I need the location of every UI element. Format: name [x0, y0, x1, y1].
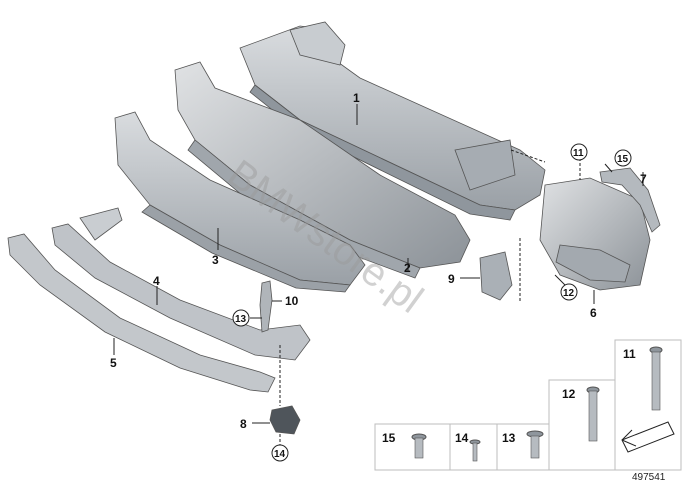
legend-label-14: 14: [455, 431, 469, 445]
legend-box-12: [548, 379, 616, 471]
hex-bolt-icon: [586, 386, 600, 442]
callout-10: 10: [285, 294, 299, 308]
part-10-retainer: [259, 280, 273, 333]
callout-4: 4: [153, 274, 160, 288]
diagram-id: 497541: [632, 472, 666, 483]
circled-callout-11: 11: [570, 143, 588, 161]
callout-6: 6: [590, 306, 597, 320]
callout-9: 9: [448, 272, 455, 286]
fastener-legend: 15 14 13 12 11: [374, 339, 682, 471]
circled-callout-13: 13: [232, 309, 250, 327]
callout-2: 2: [404, 261, 411, 275]
part-7-bracket: [599, 167, 661, 233]
svg-text:14: 14: [274, 449, 286, 460]
part-1-bumper-carrier: [239, 21, 546, 221]
callout-7: 7: [640, 172, 647, 186]
callout-5: 5: [110, 356, 117, 370]
leader-lines: [113, 104, 644, 445]
part-5-lower-strip: [7, 233, 276, 393]
flange-screw-icon: [411, 433, 427, 459]
part-3-grille-carrier: [114, 111, 366, 293]
washer-screw-icon: [526, 430, 544, 459]
svg-text:12: 12: [563, 288, 575, 299]
callout-8: 8: [240, 417, 247, 431]
part-9-bracket: [479, 251, 513, 301]
circled-callout-15: 15: [614, 149, 632, 167]
part-2-absorber: [174, 61, 471, 279]
direction-arrow-icon: [621, 421, 675, 453]
legend-label-15: 15: [382, 431, 396, 445]
callout-1: 1: [353, 91, 360, 105]
circled-callout-12: 12: [560, 283, 578, 301]
legend-label-12: 12: [562, 387, 576, 401]
legend-label-13: 13: [502, 431, 516, 445]
rivet-icon: [469, 439, 481, 462]
part-6-side-bracket: [539, 177, 651, 291]
svg-text:15: 15: [617, 154, 629, 165]
circled-callout-14: 14: [271, 444, 289, 462]
legend-label-11: 11: [623, 347, 636, 361]
part-4-support-strip: [51, 207, 311, 361]
callout-3: 3: [212, 253, 219, 267]
svg-text:13: 13: [235, 314, 247, 325]
part-8-clip: [269, 405, 301, 435]
long-bolt-icon: [649, 346, 663, 411]
svg-text:11: 11: [573, 148, 584, 159]
